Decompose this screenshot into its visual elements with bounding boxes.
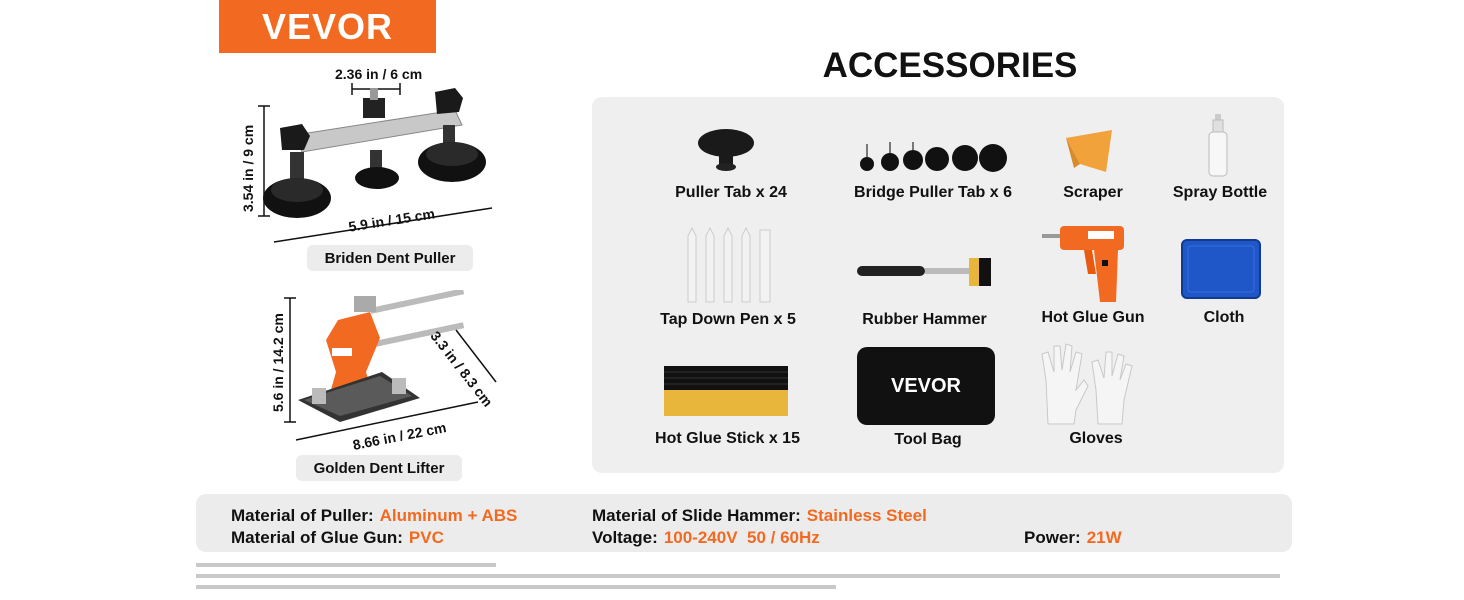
accessory-label-glue-gun: Hot Glue Gun — [1041, 309, 1145, 326]
spec-puller-material-label: Material of Puller: — [231, 506, 374, 525]
brand-logo: VEVOR — [219, 0, 436, 53]
accessory-label-bridge-tab: Bridge Puller Tab x 6 — [854, 184, 1012, 201]
glue-gun-icon — [1042, 226, 1124, 302]
spec-bar — [196, 494, 1292, 552]
bridge-puller-illustration — [258, 83, 493, 243]
scraper-icon — [1066, 130, 1112, 172]
spec-puller-material-value: Aluminum + ABS — [379, 506, 518, 525]
spec-hammer-material-label: Material of Slide Hammer: — [592, 506, 801, 525]
spec-puller-material: Material of Puller: Aluminum + ABS — [231, 506, 517, 526]
spec-power: Power: 21W — [1024, 528, 1122, 548]
fine-print-line-1 — [196, 563, 496, 567]
accessory-label-glue-stick: Hot Glue Stick x 15 — [655, 430, 800, 447]
lifter-height: 5.6 in / 14.2 cm — [270, 313, 286, 412]
spec-power-value: 21W — [1086, 528, 1122, 547]
accessory-label-tap-pen: Tap Down Pen x 5 — [660, 311, 796, 328]
puller-name: Briden Dent Puller — [307, 245, 473, 271]
spray-bottle-icon — [1208, 114, 1228, 177]
spec-glue-gun-material: Material of Glue Gun: PVC — [231, 528, 444, 548]
lifter-name: Golden Dent Lifter — [296, 455, 462, 481]
accessory-label-gloves: Gloves — [1069, 430, 1123, 447]
tap-pen-icon — [687, 226, 771, 303]
spec-voltage-value: 100-240V 50 / 60Hz — [663, 528, 820, 547]
tool-bag-brand: VEVOR — [890, 374, 962, 397]
accessory-label-spray-bottle: Spray Bottle — [1172, 184, 1268, 201]
puller-height: 3.54 in / 9 cm — [240, 124, 256, 212]
glue-stick-icon — [664, 366, 788, 416]
brand-logo-text: VEVOR — [261, 5, 394, 47]
accessory-label-cloth: Cloth — [1203, 309, 1245, 326]
fine-print-line-2 — [196, 574, 1280, 578]
accessory-label-tool-bag: Tool Bag — [894, 431, 962, 448]
hammer-icon — [857, 258, 991, 286]
puller-top-width: 2.36 in / 6 cm — [335, 66, 423, 82]
dent-lifter-illustration — [284, 290, 497, 441]
bridge-tab-icon — [860, 142, 1007, 172]
spec-glue-gun-material-value: PVC — [408, 528, 444, 547]
accessory-label-scraper: Scraper — [1063, 184, 1123, 201]
spec-hammer-material-value: Stainless Steel — [806, 506, 927, 525]
puller-tab-icon — [698, 129, 754, 171]
fine-print-line-3 — [196, 585, 836, 589]
spec-voltage-label: Voltage: — [592, 528, 658, 547]
spec-power-label: Power: — [1024, 528, 1081, 547]
spec-voltage: Voltage: 100-240V 50 / 60Hz — [592, 528, 820, 548]
accessories-title: ACCESSORIES — [822, 46, 1078, 85]
spec-hammer-material: Material of Slide Hammer: Stainless Steel — [592, 506, 927, 526]
spec-glue-gun-material-label: Material of Glue Gun: — [231, 528, 403, 547]
cloth-icon — [1181, 239, 1261, 299]
accessory-label-hammer: Rubber Hammer — [862, 311, 987, 328]
gloves-icon — [1041, 343, 1133, 425]
accessory-label-puller-tab: Puller Tab x 24 — [675, 184, 787, 201]
tool-bag-icon: VEVOR — [857, 347, 995, 425]
